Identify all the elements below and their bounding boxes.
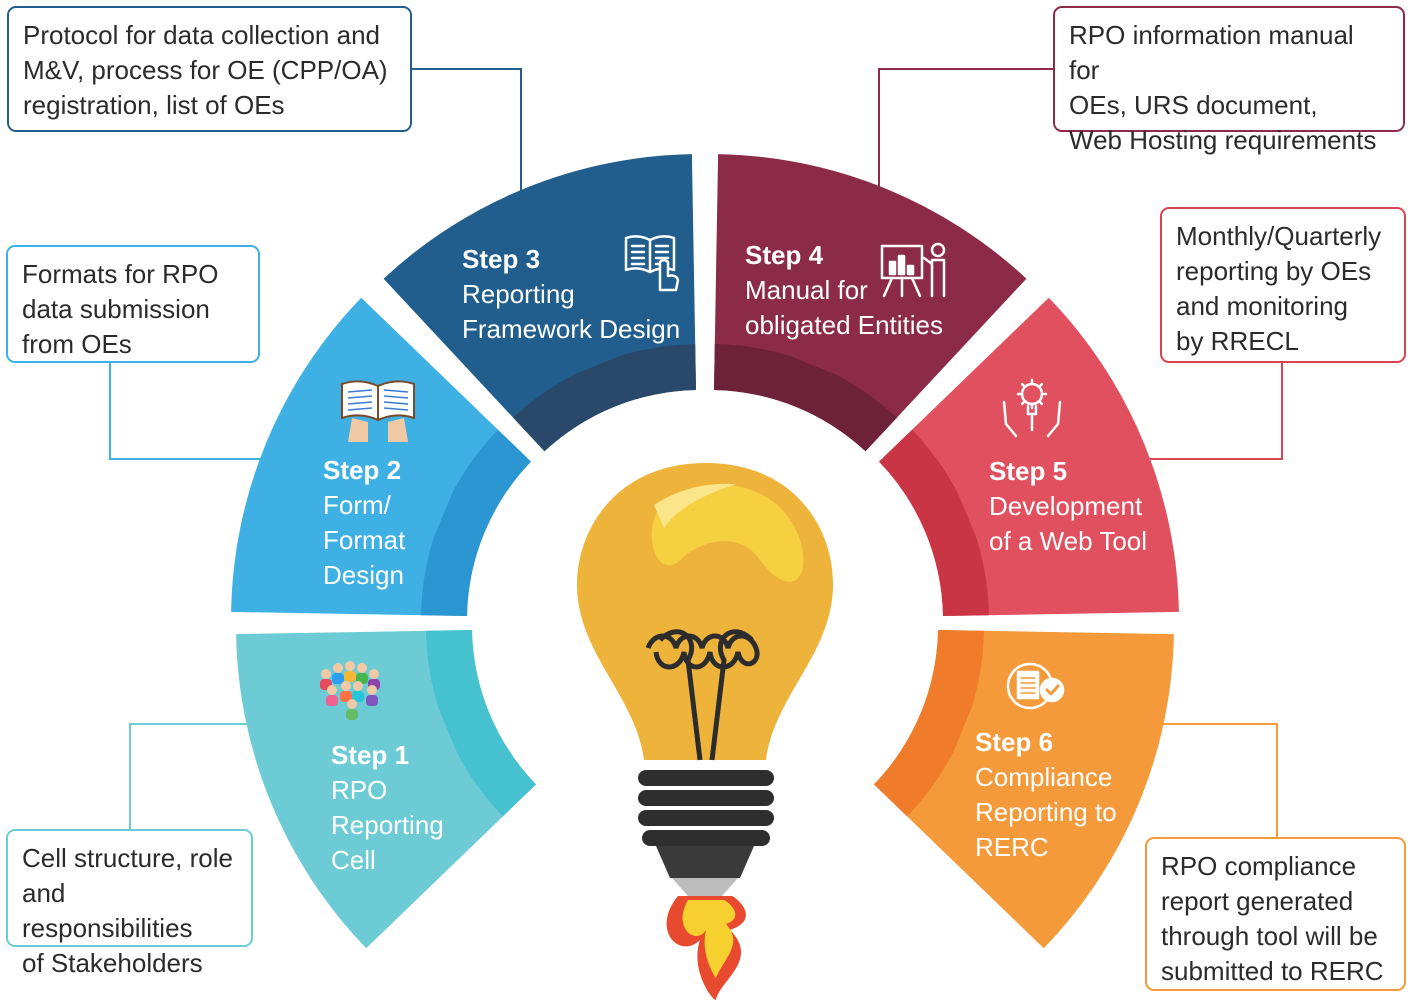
connector-step-6 — [1160, 723, 1278, 837]
bulb-shine — [654, 483, 736, 528]
step-6-number: Step 6 — [975, 727, 1054, 757]
bulb-base-ring — [642, 830, 770, 846]
bulb-base-ring — [638, 790, 774, 806]
callout-step-5: Monthly/Quarterly reporting by OEs and m… — [1160, 207, 1406, 363]
step-2-inner-band — [421, 429, 531, 616]
step-1-label: Step 1 RPO Reporting Cell — [331, 738, 444, 878]
rocket-flame-inner — [682, 900, 736, 978]
bulb-tip — [672, 878, 738, 896]
step-2-number: Step 2 — [323, 455, 402, 485]
bulb-base-cap — [656, 846, 754, 878]
callout-step-4: RPO information manual for OEs, URS docu… — [1053, 6, 1405, 155]
step-2-label: Step 2 Form/ Format Design — [323, 453, 405, 593]
step-6-notch — [953, 708, 978, 753]
connector-step-4 — [878, 68, 1053, 192]
step-5-number: Step 5 — [989, 456, 1068, 486]
step-2-name: Form/ Format Design — [323, 490, 406, 590]
bulb-filament-coil — [645, 633, 760, 670]
step-3-inner-band — [513, 344, 696, 452]
step-6-inner-band — [874, 630, 984, 817]
connector-step-3 — [412, 68, 522, 197]
gear-bulb-hands-icon — [1002, 378, 1062, 438]
step-6-label: Step 6 Compliance Reporting to RERC — [975, 725, 1117, 865]
step-6-name: Compliance Reporting to RERC — [975, 762, 1117, 862]
step-5-label: Step 5 Development of a Web Tool — [989, 454, 1147, 559]
people-group-icon — [320, 661, 380, 720]
step-4-name: Manual for obligated Entities — [745, 275, 944, 340]
step-5-notch — [958, 493, 983, 538]
step-3-number: Step 3 — [462, 244, 541, 274]
bulb-base-ring — [638, 810, 774, 826]
step-5-inner-band — [879, 429, 989, 616]
step-4-label: Step 4 Manual for obligated Entities — [745, 238, 943, 343]
step-1-name: RPO Reporting Cell — [331, 775, 444, 875]
step-1-inner-band — [426, 630, 536, 817]
step-3-label: Step 3 Reporting Framework Design — [462, 242, 680, 347]
callout-step-3: Protocol for data collection and M&V, pr… — [7, 6, 412, 132]
step-2-notch — [427, 493, 452, 538]
bulb-base-ring — [638, 770, 774, 786]
presentation-board-icon — [880, 242, 946, 298]
step-3-notch — [575, 349, 620, 374]
step-4-number: Step 4 — [745, 240, 824, 270]
step-3-name: Reporting Framework Design — [462, 279, 681, 344]
step-5-name: Development of a Web Tool — [989, 491, 1148, 556]
connector-step-5 — [1148, 363, 1283, 460]
step-1-notch — [432, 708, 457, 753]
step-4-notch — [790, 349, 835, 374]
bulb-highlight — [651, 484, 804, 582]
callout-step-1: Cell structure, role and responsibilitie… — [6, 829, 253, 978]
lightbulb-rocket-icon — [577, 463, 834, 1000]
open-book-hands-icon — [341, 380, 415, 442]
step-segments — [231, 154, 1179, 949]
callout-step-2: Formats for RPO data submission from OEs — [6, 245, 260, 363]
book-touch-icon — [624, 235, 680, 292]
step-1-number: Step 1 — [331, 740, 410, 770]
checked-document-icon — [1006, 662, 1065, 710]
connector-lines — [109, 68, 1283, 837]
callout-step-6: RPO compliance report generated through … — [1145, 837, 1406, 991]
connector-step-2 — [109, 363, 268, 460]
step-icons — [320, 235, 1065, 720]
step-4-inner-band — [714, 344, 897, 452]
connector-step-1 — [129, 723, 248, 829]
